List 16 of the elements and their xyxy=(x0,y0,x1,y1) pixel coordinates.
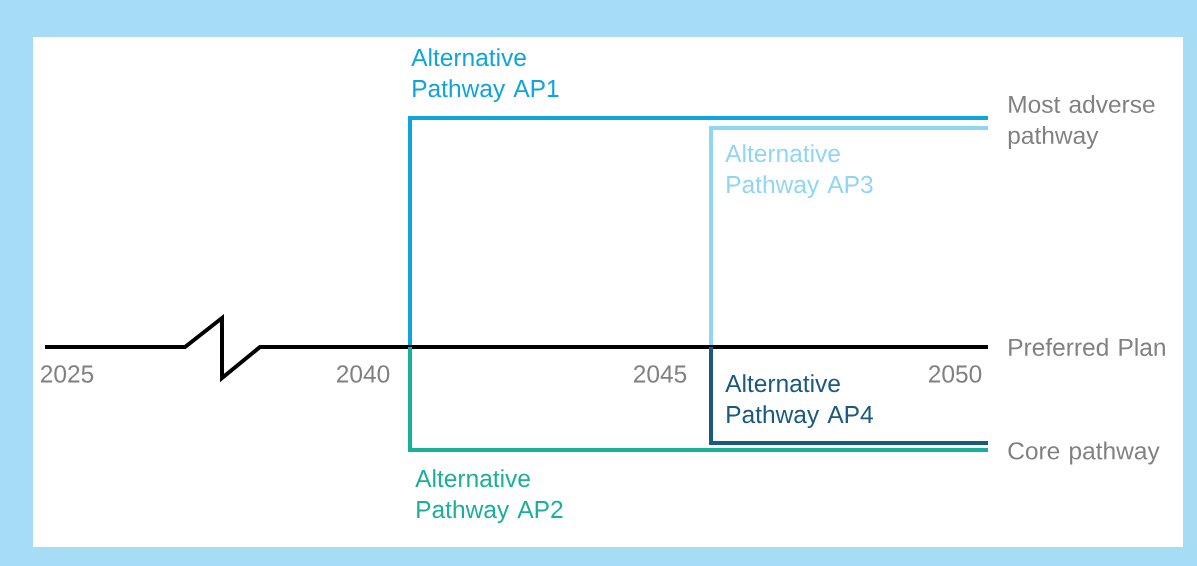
pathway-label: Alternative Pathway AP3 xyxy=(725,144,873,199)
year-label: 2050 xyxy=(929,365,982,383)
pathway-line xyxy=(408,116,988,347)
pathway-line xyxy=(408,347,988,452)
pathway-label: Alternative Pathway AP2 xyxy=(415,469,563,524)
pathway-end-label: Most adverse pathway xyxy=(1008,95,1155,149)
pathway-line xyxy=(45,313,988,383)
year-label: 2045 xyxy=(634,365,687,383)
year-label: 2025 xyxy=(41,365,94,383)
year-label: 2040 xyxy=(337,365,390,383)
pathway-label: Alternative Pathway AP1 xyxy=(411,48,559,103)
pathway-end-label: Core pathway xyxy=(1008,441,1160,465)
pathway-label: Alternative Pathway AP4 xyxy=(725,374,873,429)
pathway-end-label: Preferred Plan xyxy=(1009,338,1165,356)
pathway-line xyxy=(709,126,988,347)
pathway-line xyxy=(709,347,988,445)
